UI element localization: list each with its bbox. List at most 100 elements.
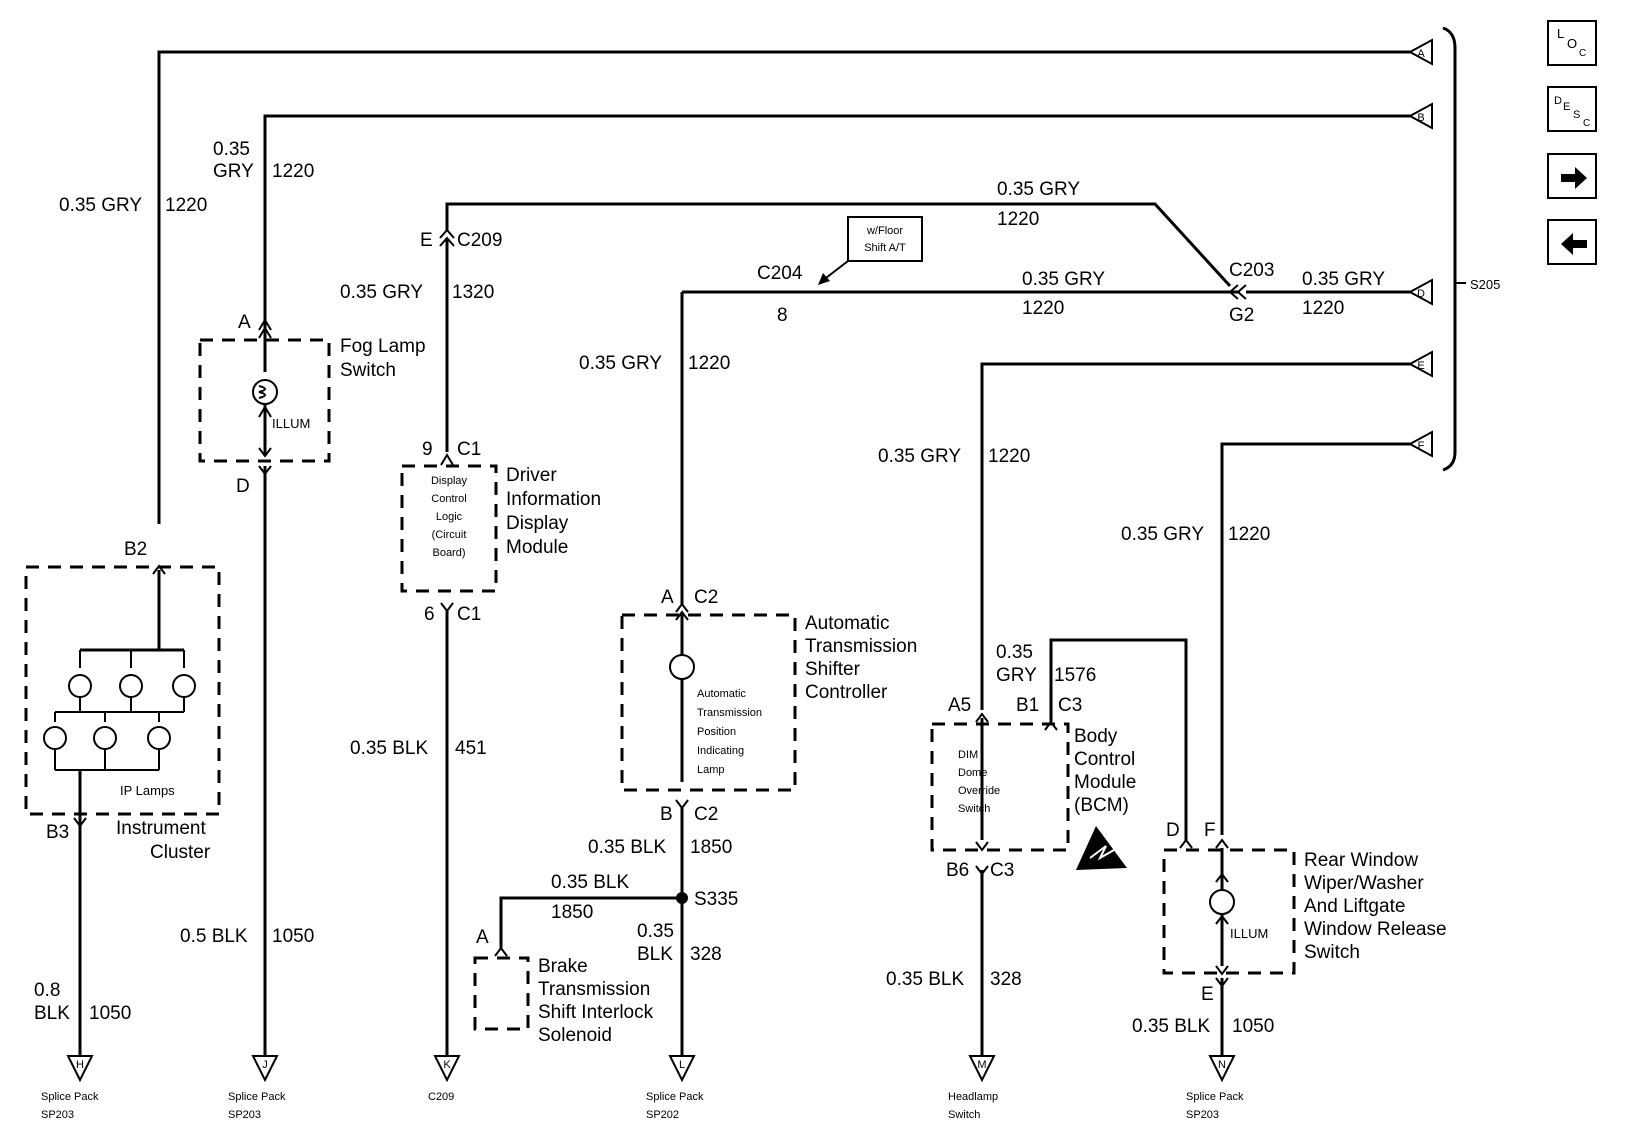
svg-text:Indicating: Indicating	[697, 745, 744, 757]
svg-text:Module: Module	[506, 537, 568, 558]
svg-text:0.35 BLK: 0.35 BLK	[551, 872, 629, 893]
svg-text:0.35 GRY: 0.35 GRY	[340, 282, 423, 303]
next-arrow-button[interactable]	[1547, 153, 1597, 199]
svg-text:Switch: Switch	[340, 360, 396, 381]
svg-text:1220: 1220	[688, 353, 730, 374]
location-button[interactable]: L O C	[1547, 20, 1597, 66]
svg-text:Wiper/Washer: Wiper/Washer	[1304, 873, 1424, 894]
svg-text:B: B	[660, 804, 673, 825]
svg-text:Shifter: Shifter	[805, 659, 861, 680]
svg-text:Controller: Controller	[805, 682, 888, 703]
instrument-cluster: B2 IP Lamps B3 Instrument Cluster	[24, 539, 221, 1056]
svg-text:D: D	[1417, 288, 1425, 300]
svg-text:0.35 BLK: 0.35 BLK	[350, 738, 428, 759]
connector-d: D	[1246, 278, 1433, 306]
ground-l: L Splice Pack SP202	[646, 1055, 704, 1121]
svg-text:1050: 1050	[1232, 1016, 1274, 1037]
svg-text:L: L	[679, 1059, 685, 1071]
svg-text:B3: B3	[46, 822, 69, 843]
ground-n: N Splice Pack SP203	[1186, 1055, 1244, 1121]
svg-text:K: K	[443, 1059, 451, 1071]
ground-m: M Headlamp Switch	[948, 1055, 998, 1121]
svg-text:F: F	[1204, 820, 1216, 841]
svg-text:ILLUM: ILLUM	[272, 416, 310, 431]
svg-text:BLK: BLK	[637, 944, 673, 965]
svg-text:Driver: Driver	[506, 465, 557, 486]
svg-text:(BCM): (BCM)	[1074, 795, 1129, 816]
c209-pin: E	[420, 230, 433, 251]
svg-text:A: A	[238, 312, 251, 333]
svg-text:w/Floor: w/Floor	[866, 225, 903, 237]
ip-lamp-icon-6	[147, 712, 171, 770]
right-connector-bracket: S205	[1442, 26, 1500, 472]
c203-connector: C203 G2	[682, 260, 1274, 326]
svg-text:1220: 1220	[997, 209, 1039, 230]
connector-f: F	[1220, 430, 1433, 835]
svg-text:(Circuit: (Circuit	[432, 529, 467, 541]
svg-text:A: A	[661, 587, 674, 608]
svg-text:0.35 BLK: 0.35 BLK	[1132, 1016, 1210, 1037]
ground-h: H Splice Pack SP203	[41, 1055, 99, 1121]
c204-pin: 8	[777, 305, 788, 326]
svg-text:C1: C1	[457, 604, 481, 625]
connector-a: A	[157, 38, 1433, 524]
c209-wire: E C209	[420, 202, 1232, 452]
svg-text:Automatic: Automatic	[697, 688, 746, 700]
svg-text:J: J	[262, 1059, 268, 1071]
svg-text:M: M	[977, 1059, 986, 1071]
previous-arrow-button[interactable]	[1547, 219, 1597, 265]
svg-text:Solenoid: Solenoid	[538, 1025, 612, 1046]
svg-text:C209: C209	[428, 1091, 454, 1103]
svg-text:0.35 GRY: 0.35 GRY	[997, 179, 1080, 200]
svg-text:O: O	[1567, 36, 1577, 51]
svg-text:1850: 1850	[551, 902, 593, 923]
svg-text:B1: B1	[1016, 695, 1039, 716]
svg-text:0.35 BLK: 0.35 BLK	[588, 837, 666, 858]
svg-text:SP203: SP203	[228, 1109, 261, 1121]
svg-text:Display: Display	[431, 475, 468, 487]
svg-text:1220: 1220	[1022, 298, 1064, 319]
svg-text:IP Lamps: IP Lamps	[120, 783, 175, 798]
svg-text:Transmission: Transmission	[697, 707, 762, 719]
svg-text:0.35 GRY: 0.35 GRY	[59, 195, 142, 216]
svg-text:C: C	[1579, 48, 1586, 59]
svg-text:0.8: 0.8	[34, 980, 60, 1001]
svg-text:B2: B2	[124, 539, 147, 560]
svg-text:A: A	[476, 927, 489, 948]
svg-text:E: E	[1563, 101, 1570, 113]
svg-text:D: D	[236, 476, 250, 497]
svg-text:DIM: DIM	[958, 749, 978, 761]
svg-text:C2: C2	[694, 804, 718, 825]
arrow-right-icon	[1561, 167, 1587, 189]
svg-text:D: D	[1554, 95, 1562, 107]
svg-text:C: C	[1583, 118, 1590, 129]
svg-text:Shift A/T: Shift A/T	[864, 242, 906, 254]
lamp-icon	[252, 379, 278, 405]
svg-text:0.35: 0.35	[213, 139, 250, 160]
svg-text:Headlamp: Headlamp	[948, 1091, 998, 1103]
svg-text:0.35 GRY: 0.35 GRY	[878, 446, 961, 467]
svg-text:SP203: SP203	[1186, 1109, 1219, 1121]
svg-text:E: E	[1417, 360, 1424, 372]
svg-text:B6: B6	[946, 860, 969, 881]
svg-text:1220: 1220	[988, 446, 1030, 467]
svg-text:F: F	[1418, 440, 1425, 452]
svg-text:0.35 BLK: 0.35 BLK	[886, 969, 964, 990]
svg-text:A: A	[1417, 48, 1425, 60]
svg-text:Brake: Brake	[538, 956, 588, 977]
svg-text:Switch: Switch	[948, 1109, 980, 1121]
svg-text:1220: 1220	[272, 161, 314, 182]
description-button[interactable]: D E S C	[1547, 86, 1597, 132]
c209-label: C209	[457, 230, 502, 251]
svg-text:B: B	[1417, 112, 1424, 124]
svg-text:N: N	[1218, 1059, 1226, 1071]
svg-text:Splice Pack: Splice Pack	[41, 1091, 99, 1103]
svg-text:SP202: SP202	[646, 1109, 679, 1121]
svg-text:Transmission: Transmission	[538, 979, 650, 1000]
svg-text:Module: Module	[1074, 772, 1136, 793]
svg-text:BLK: BLK	[34, 1003, 70, 1024]
rear-window-switch: ILLUM D F E Rear Window Wiper/Washer And…	[1162, 820, 1447, 1056]
connector-b: B	[263, 102, 1433, 320]
svg-text:1220: 1220	[1228, 524, 1270, 545]
svg-text:1320: 1320	[452, 282, 494, 303]
